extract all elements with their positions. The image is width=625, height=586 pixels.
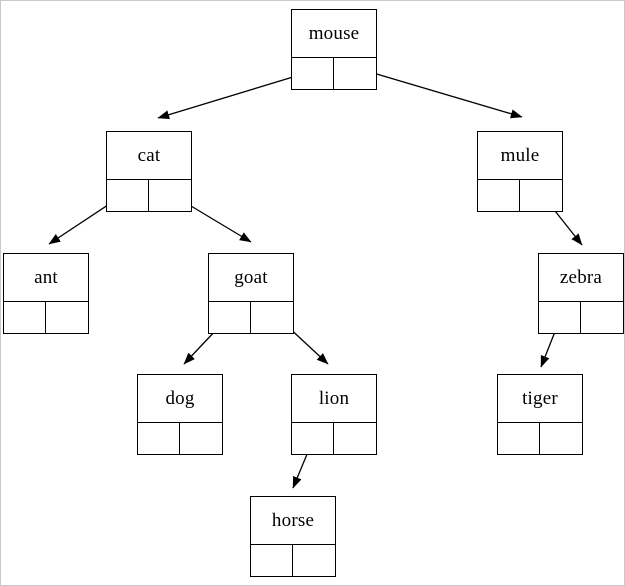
pointer-cell-left (478, 180, 520, 211)
tree-node-goat: goat (208, 253, 294, 334)
node-label: zebra (539, 254, 623, 302)
node-label: goat (209, 254, 293, 302)
node-pointer-cells (292, 423, 376, 454)
pointer-cell-right (293, 545, 335, 576)
node-pointer-cells (209, 302, 293, 333)
pointer-cell-left (292, 58, 334, 89)
tree-node-lion: lion (291, 374, 377, 455)
node-pointer-cells (498, 423, 582, 454)
node-pointer-cells (292, 58, 376, 89)
node-label: tiger (498, 375, 582, 423)
pointer-cell-right (334, 58, 376, 89)
pointer-cell-left (4, 302, 46, 333)
tree-node-horse: horse (250, 496, 336, 577)
tree-node-tiger: tiger (497, 374, 583, 455)
node-pointer-cells (4, 302, 88, 333)
node-label: cat (107, 132, 191, 180)
pointer-cell-right (581, 302, 623, 333)
pointer-cell-left (209, 302, 251, 333)
node-pointer-cells (107, 180, 191, 211)
pointer-cell-right (46, 302, 88, 333)
pointer-cell-left (498, 423, 540, 454)
tree-node-dog: dog (137, 374, 223, 455)
node-label: lion (292, 375, 376, 423)
pointer-cell-left (251, 545, 293, 576)
node-pointer-cells (539, 302, 623, 333)
node-pointer-cells (251, 545, 335, 576)
tree-node-mouse: mouse (291, 9, 377, 90)
pointer-cell-right (520, 180, 562, 211)
pointer-cell-left (107, 180, 149, 211)
tree-node-zebra: zebra (538, 253, 624, 334)
pointer-cell-left (292, 423, 334, 454)
tree-node-ant: ant (3, 253, 89, 334)
pointer-cell-right (540, 423, 582, 454)
node-label: ant (4, 254, 88, 302)
node-label: mouse (292, 10, 376, 58)
node-pointer-cells (478, 180, 562, 211)
tree-node-mule: mule (477, 131, 563, 212)
pointer-cell-right (180, 423, 222, 454)
node-label: dog (138, 375, 222, 423)
node-label: mule (478, 132, 562, 180)
pointer-cell-left (138, 423, 180, 454)
edge-mouse-to-mule (352, 66, 523, 119)
pointer-cell-right (334, 423, 376, 454)
pointer-cell-right (251, 302, 293, 333)
node-label: horse (251, 497, 335, 545)
pointer-cell-right (149, 180, 191, 211)
tree-node-cat: cat (106, 131, 192, 212)
pointer-cell-left (539, 302, 581, 333)
node-pointer-cells (138, 423, 222, 454)
